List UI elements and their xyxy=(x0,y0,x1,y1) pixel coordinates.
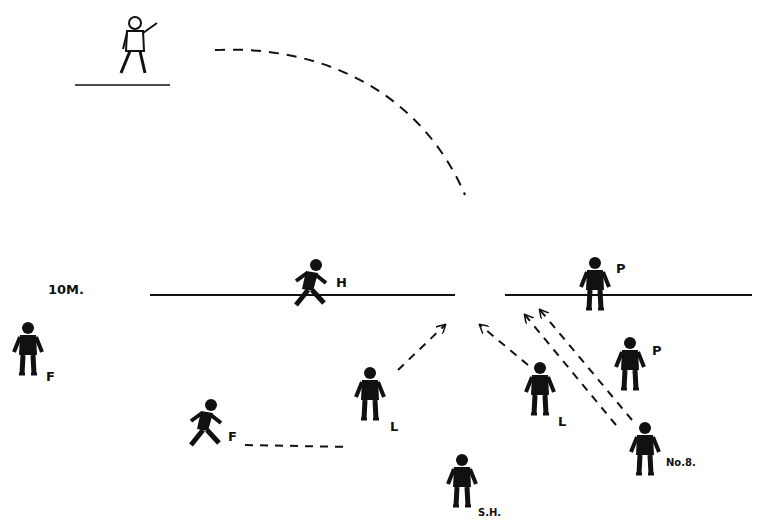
player-letter: L xyxy=(558,415,566,428)
player-letter: F xyxy=(228,430,237,443)
kicker-figure xyxy=(121,17,157,73)
distance-label: 10M. xyxy=(48,283,84,296)
position-label: No.8. xyxy=(666,458,696,468)
position-label: S.H. xyxy=(478,508,501,518)
player-letter: P xyxy=(616,262,626,275)
player-letter: L xyxy=(390,420,398,433)
player-letter: H xyxy=(336,276,347,289)
kick-path xyxy=(215,50,465,195)
player-letter: F xyxy=(46,370,55,383)
player-letter: P xyxy=(652,344,662,357)
